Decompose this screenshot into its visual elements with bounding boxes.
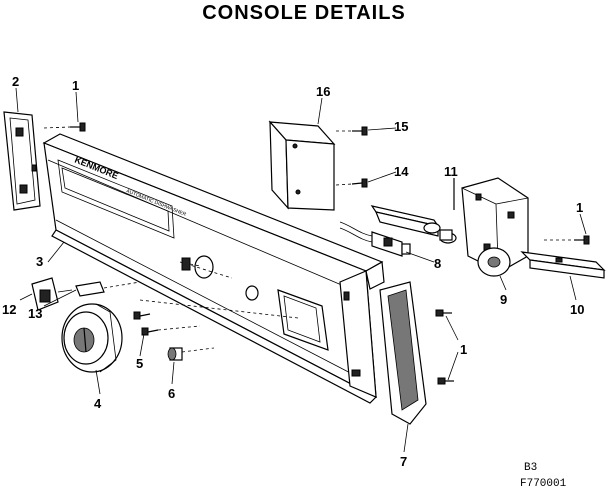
callout-9: 9 [500, 292, 507, 307]
part-15-screw [336, 126, 368, 136]
part-5-screws [133, 311, 201, 336]
callout-1: 1 [576, 200, 583, 215]
callout-2: 2 [12, 74, 19, 89]
part-16-bracket-cover [268, 120, 336, 211]
callout-8: 8 [434, 256, 441, 271]
part-14-screw [335, 178, 368, 188]
part-1-screw-top-left [43, 122, 86, 132]
callout-5: 5 [136, 356, 143, 371]
part-8-switch [339, 221, 411, 257]
part-7-end-trim [379, 281, 427, 425]
callout-16: 16 [316, 84, 330, 99]
part-4-control-knob [61, 303, 123, 373]
callout-4: 4 [94, 396, 102, 411]
part-13-switch-clip [75, 257, 201, 297]
callout-14: 14 [394, 164, 409, 179]
part-3-console-panel [42, 133, 385, 404]
callout-12: 12 [2, 302, 16, 317]
callout-1: 1 [460, 342, 467, 357]
part-10-bracket [520, 251, 606, 279]
part-2-end-cap [3, 111, 41, 211]
part-1-screw-right [544, 235, 590, 245]
callout-15: 15 [394, 119, 408, 134]
callout-13: 13 [28, 306, 42, 321]
part-6-knob-post [167, 347, 215, 361]
part-11-spacers [423, 178, 457, 244]
figure-code: F770001 [520, 478, 567, 490]
switch-bracket [370, 205, 440, 237]
callout-1: 1 [72, 78, 79, 93]
callout-7: 7 [400, 454, 407, 469]
page-code: B3 [524, 462, 537, 474]
callout-11: 11 [444, 164, 458, 179]
callout-3: 3 [36, 254, 43, 269]
callout-6: 6 [168, 386, 175, 401]
callout-10: 10 [570, 302, 584, 317]
leader-lines [15, 87, 587, 453]
part-9-timer [461, 177, 529, 277]
part-1-screws-right-side [435, 309, 454, 385]
diagram-title: CONSOLE DETAILS [202, 2, 406, 24]
